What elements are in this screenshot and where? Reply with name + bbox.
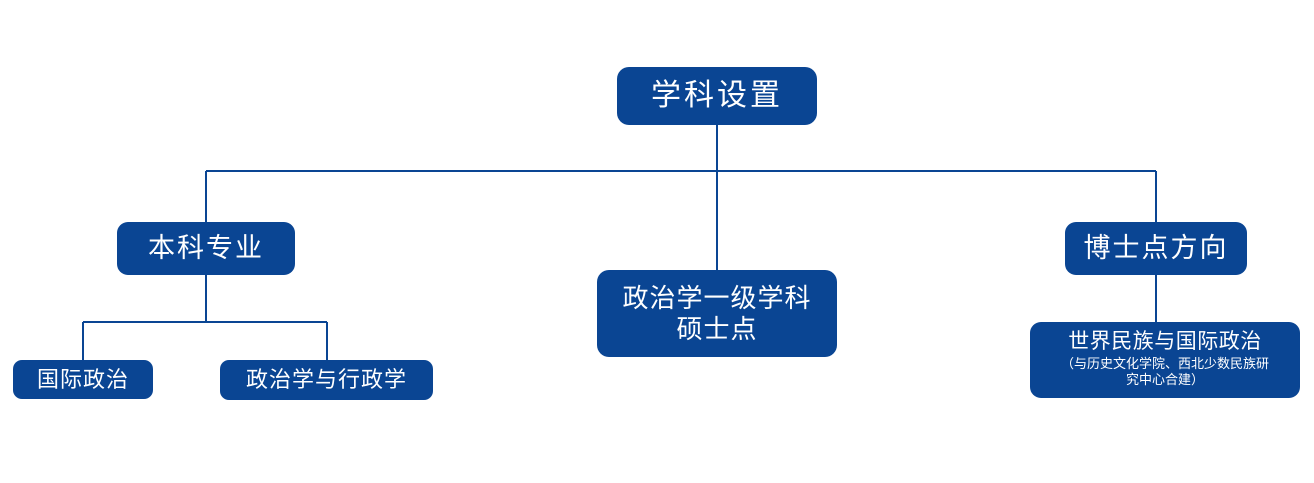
node-doctoral-directions[interactable]: 博士点方向 — [1065, 222, 1247, 275]
node-world-ethnic-sublabel: （与历史文化学院、西北少数民族研 究中心合建） — [1060, 355, 1269, 387]
node-root-label: 学科设置 — [651, 79, 783, 113]
node-master-label: 政治学一级学科 硕士点 — [622, 282, 812, 344]
node-politics-and-administration-label: 政治学与行政学 — [245, 367, 407, 393]
node-world-ethnic-label: 世界民族与国际政治 — [1068, 329, 1262, 353]
node-world-ethnic-international-politics[interactable]: 世界民族与国际政治 （与历史文化学院、西北少数民族研 究中心合建） — [1030, 322, 1300, 398]
node-undergraduate-majors[interactable]: 本科专业 — [117, 222, 295, 275]
node-undergraduate-label: 本科专业 — [148, 232, 264, 263]
node-international-politics[interactable]: 国际政治 — [13, 360, 153, 399]
node-politics-and-administration[interactable]: 政治学与行政学 — [220, 360, 433, 400]
node-doctoral-label: 博士点方向 — [1083, 232, 1229, 263]
node-master-program[interactable]: 政治学一级学科 硕士点 — [597, 270, 837, 357]
node-international-politics-label: 国际政治 — [36, 366, 129, 392]
node-root-discipline-setup[interactable]: 学科设置 — [617, 67, 817, 125]
